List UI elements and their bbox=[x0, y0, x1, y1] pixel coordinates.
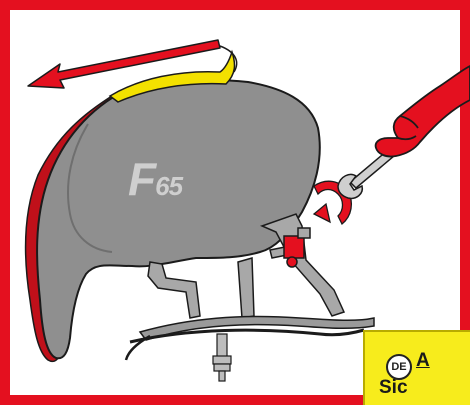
instruction-panel: DE A Sic bbox=[363, 330, 470, 405]
roof-rail bbox=[140, 317, 374, 340]
bolt bbox=[213, 334, 231, 381]
notice-text: Sic bbox=[379, 377, 408, 399]
logo-letter: F bbox=[128, 153, 155, 205]
logo-number: 65 bbox=[155, 171, 182, 201]
notice-title: A bbox=[416, 350, 430, 372]
wrench-icon bbox=[338, 150, 394, 198]
product-logo: F65 bbox=[128, 152, 182, 206]
hand-icon bbox=[376, 66, 470, 157]
